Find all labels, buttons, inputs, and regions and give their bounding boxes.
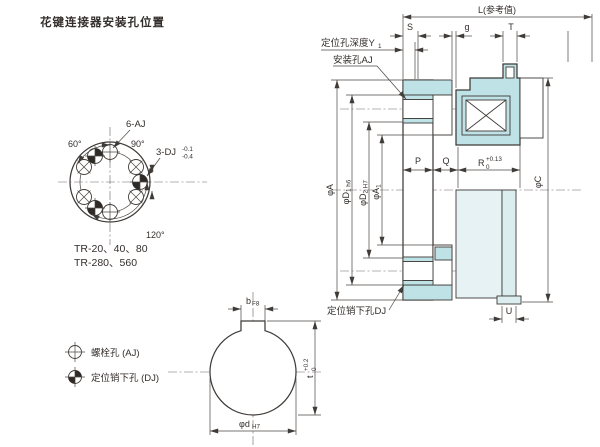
hub-detail-lower — [434, 246, 453, 261]
dim-label-R-tol-dn: 0 — [486, 164, 490, 171]
bearing-housing — [519, 77, 544, 139]
leader-dj — [388, 284, 405, 311]
dim-label-R: R — [478, 158, 485, 168]
legend-dowel-hole-label: 定位销下孔 (DJ) — [91, 372, 159, 384]
coil-bobbin — [461, 95, 511, 136]
aj-counterbore-top-wall — [402, 94, 434, 100]
rotor-lower-view — [455, 189, 503, 299]
dj-pin-hole — [402, 261, 434, 281]
leader-3dj — [146, 157, 161, 177]
label-angle-60: 60° — [68, 139, 82, 149]
cross-section-diagram: L(参考值) S g T 定位孔深度Y 1 安装孔AJ 定位销下孔DJ — [321, 4, 593, 323]
dj-counterbore-top-wall — [402, 256, 434, 262]
dim-label-T: T — [508, 22, 514, 32]
dim-label-L: L(参考值) — [478, 4, 516, 15]
coil-cross-2 — [465, 99, 507, 132]
page-title: 花键连接器安装孔位置 — [40, 15, 165, 29]
bore-keyway-diagram: b F8 t +0.2 0 φd H7 — [168, 292, 323, 445]
legend: 螺栓孔 (AJ) 定位销下孔 (DJ) — [65, 342, 159, 387]
dim-label-b-sub: F8 — [252, 301, 260, 308]
leader-aj — [376, 65, 407, 100]
legend-bolt-hole-label: 螺栓孔 (AJ) — [91, 347, 140, 359]
dim-label-phiD1: φD1 h6 — [341, 179, 353, 204]
dim-label-U: U — [506, 306, 513, 316]
label-3dj-tol-lower: -0.4 — [182, 154, 193, 161]
label-3dj-tol-upper: -0.1 — [182, 146, 193, 153]
dim-label-R-tol-up: +0.13 — [486, 156, 502, 163]
label-dj: 定位销下孔DJ — [327, 305, 386, 317]
top-extension-lines — [402, 14, 593, 88]
model-list-2: TR-280、560 — [74, 257, 137, 269]
dim-label-P: P — [415, 156, 421, 166]
arc-120deg — [91, 181, 150, 221]
dim-label-Q: Q — [442, 156, 449, 166]
armature-plate — [501, 189, 517, 297]
label-aj: 安装孔AJ — [333, 54, 373, 66]
dim-label-t-tol-up: +0.2 — [303, 358, 310, 371]
dim-label-phiA: φA — [325, 184, 335, 196]
armature-foot — [496, 295, 522, 305]
label-6aj: 6-AJ — [126, 119, 146, 130]
dim-label-phiD2: φD2 H7 — [358, 180, 370, 206]
dim-label-phid: φd — [239, 419, 250, 429]
label-angle-120: 120° — [146, 230, 165, 240]
bolt-pattern-diagram: 6-AJ 60° 90° 3-DJ -0.1 -0.4 120° TR-20、4… — [58, 119, 207, 269]
label-angle-90: 90° — [131, 139, 145, 149]
dim-label-t-group: t +0.2 0 — [303, 358, 318, 378]
leader-6aj — [112, 129, 131, 149]
flange-rim-bottom — [402, 284, 453, 301]
dj-counterbore-bottom-wall — [402, 280, 434, 286]
label-y1: 定位孔深度Y — [321, 37, 376, 49]
flange-rim-top — [402, 79, 453, 96]
arc-60deg — [77, 142, 111, 164]
rotor-top-slot — [505, 66, 515, 79]
aj-mounting-hole — [402, 99, 434, 119]
dim-label-b: b — [246, 296, 251, 306]
label-3dj: 3-DJ — [156, 147, 176, 158]
dim-label-t-tol-dn: 0 — [311, 367, 318, 371]
dim-label-phiA1: φA1 — [371, 184, 383, 200]
label-y1-sub: 1 — [378, 43, 382, 50]
bore-outline — [209, 320, 297, 416]
dim-label-t: t — [305, 375, 315, 378]
dim-label-phid-sub: H7 — [252, 424, 261, 431]
dim-label-g: g — [464, 22, 469, 32]
model-list-1: TR-20、40、80 — [74, 243, 148, 255]
aj-counterbore-bottom-wall — [402, 118, 434, 124]
flange-hub-top — [432, 94, 453, 136]
dim-label-S: S — [407, 22, 413, 32]
dim-label-phiC: φC — [533, 175, 543, 188]
